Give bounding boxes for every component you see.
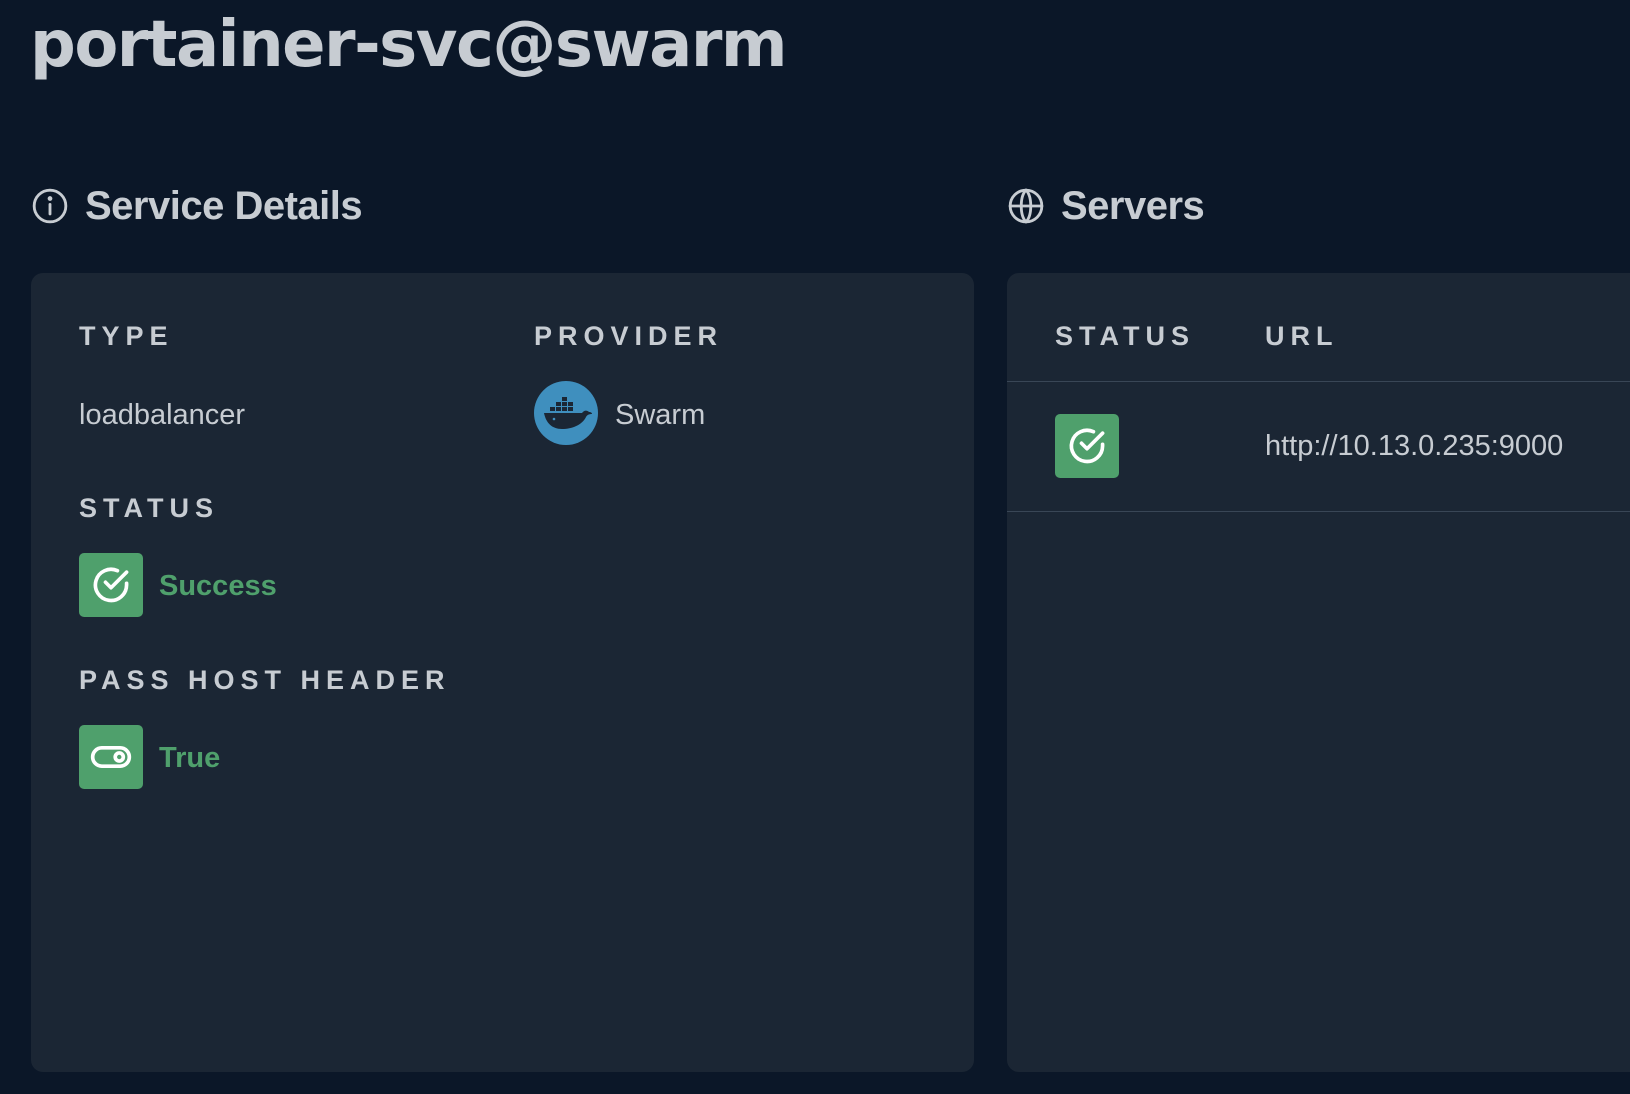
column-header-url: URL xyxy=(1265,321,1339,351)
service-details-heading-text: Service Details xyxy=(85,183,363,228)
servers-heading-text: Servers xyxy=(1061,183,1205,228)
server-status-badge xyxy=(1055,414,1119,478)
pass-host-header-label: PASS HOST HEADER xyxy=(79,665,451,695)
check-circle-icon xyxy=(89,563,133,607)
type-value: loadbalancer xyxy=(79,399,246,431)
servers-card: STATUS URL http://10.13.0.235:9000 xyxy=(1007,273,1630,1072)
header-divider xyxy=(1007,381,1630,382)
docker-swarm-icon xyxy=(534,381,598,445)
provider-value: Swarm xyxy=(615,399,706,431)
status-label: STATUS xyxy=(79,493,219,523)
check-circle-icon xyxy=(1065,424,1109,468)
page-title: portainer-svc@swarm xyxy=(30,8,788,82)
service-details-heading: Service Details xyxy=(31,182,363,230)
type-label: TYPE xyxy=(79,321,174,351)
service-details-card: TYPE loadbalancer PROVIDER Swarm STATUS xyxy=(31,273,974,1072)
pass-host-header-value: True xyxy=(159,742,221,774)
column-header-status: STATUS xyxy=(1055,321,1195,351)
status-value: Success xyxy=(159,570,277,602)
row-divider xyxy=(1007,511,1630,512)
status-success-badge xyxy=(79,553,143,617)
server-url: http://10.13.0.235:9000 xyxy=(1265,430,1564,462)
toggle-on-icon xyxy=(89,735,133,779)
pass-host-header-badge xyxy=(79,725,143,789)
servers-heading: Servers xyxy=(1007,182,1205,230)
table-row[interactable]: http://10.13.0.235:9000 xyxy=(1007,382,1630,510)
globe-icon xyxy=(1007,187,1045,225)
provider-label: PROVIDER xyxy=(534,321,724,351)
info-circle-icon xyxy=(31,187,69,225)
